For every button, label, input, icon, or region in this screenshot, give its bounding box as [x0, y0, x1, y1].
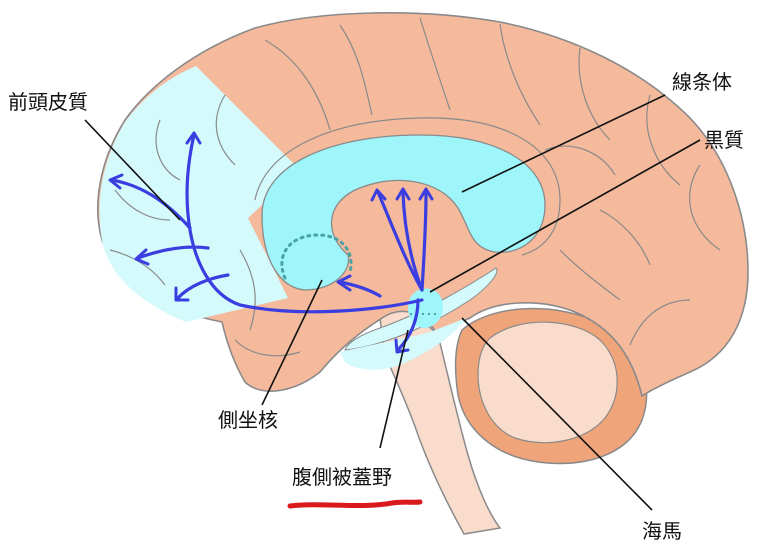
- label-hippocampus: 海馬: [642, 519, 682, 543]
- label-striatum: 線条体: [672, 70, 732, 94]
- dopamine-pathways: [110, 133, 428, 352]
- nucleus-accumbens-outline: [280, 233, 353, 280]
- label-ventral-tegmental-area: 腹側被蓋野: [292, 465, 392, 489]
- cortex-gyri: [109, 17, 721, 357]
- leader-striatum: [461, 94, 666, 193]
- pathway-arrowheads: [108, 131, 434, 354]
- arrowhead: [395, 187, 411, 201]
- mesocortical-pathway: [185, 133, 424, 314]
- corpus-callosum: [254, 117, 561, 256]
- label-substantia-nigra: 黒質: [704, 128, 744, 152]
- leader-vta: [379, 329, 409, 449]
- prefrontal-cortex-region: [99, 66, 300, 322]
- arrowhead: [134, 248, 150, 266]
- arrowhead: [185, 131, 202, 145]
- leader-accumbens: [261, 279, 323, 406]
- leader-hippocampus: [461, 317, 653, 511]
- arrowhead: [370, 188, 387, 202]
- leader-prefrontal: [84, 119, 181, 221]
- leader-substantia-nigra: [429, 139, 701, 293]
- arrowhead: [418, 187, 434, 201]
- leader-lines: [84, 94, 701, 511]
- mesolimbic-pathway: [338, 280, 382, 298]
- arrowhead: [336, 274, 352, 292]
- arrowhead: [174, 286, 190, 302]
- emphasis-underline: [287, 499, 423, 509]
- striatum-region: [261, 134, 546, 291]
- arrowhead: [108, 173, 124, 190]
- arrowhead: [394, 338, 410, 354]
- nigrostriatal-pathway: [376, 190, 424, 292]
- label-nucleus-accumbens: 側坐核: [218, 408, 278, 432]
- label-prefrontal-cortex: 前頭皮質: [8, 90, 88, 114]
- cerebellum-inner: [477, 321, 618, 444]
